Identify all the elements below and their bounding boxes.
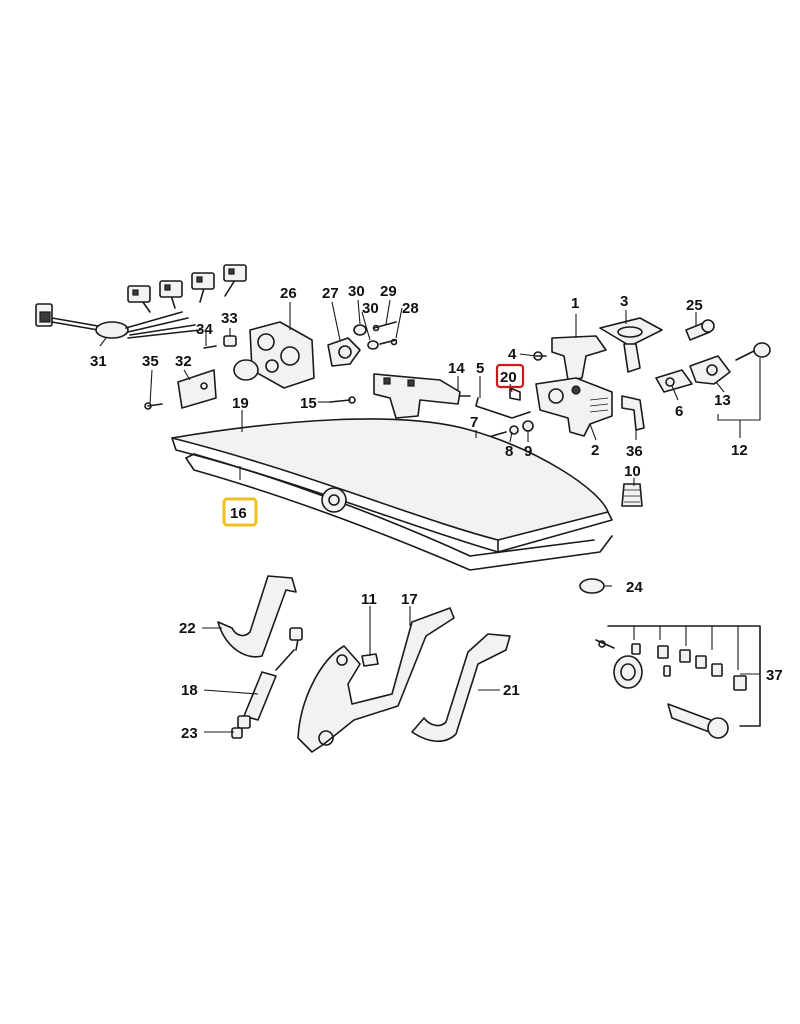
- callout-23: 23: [181, 725, 198, 742]
- callout-8: 8: [505, 443, 513, 460]
- callout-14: 14: [448, 360, 465, 377]
- callout-9: 9: [524, 443, 532, 460]
- harness-connectors: [127, 264, 247, 303]
- callout-29: 29: [380, 283, 397, 300]
- callout-30-mid: 30: [362, 300, 379, 317]
- highlight-red-box: [495, 363, 525, 389]
- callout-33: 33: [221, 310, 238, 327]
- trunk-lock: [535, 377, 613, 437]
- callout-1: 1: [571, 295, 579, 312]
- hinge-cover-22: [217, 575, 297, 658]
- callout-36: 36: [626, 443, 643, 460]
- callout-12: 12: [731, 442, 748, 459]
- lock-set: [595, 625, 761, 739]
- callout-5: 5: [476, 360, 484, 377]
- leader-lines: [99, 299, 761, 733]
- bracket-assembly: [144, 335, 237, 410]
- callout-22: 22: [179, 620, 196, 637]
- hinge-17: [297, 607, 455, 753]
- callout-28: 28: [402, 300, 419, 317]
- callout-34: 34: [196, 321, 213, 338]
- callout-37: 37: [766, 667, 783, 684]
- central-lock-actuator: [233, 321, 398, 389]
- release-handle: [655, 369, 693, 393]
- hinge-21: [411, 633, 511, 743]
- callout-13: 13: [714, 392, 731, 409]
- lock-cylinder: [685, 319, 771, 385]
- callout-17: 17: [401, 591, 418, 608]
- gas-strut: [231, 627, 303, 739]
- callout-18: 18: [181, 682, 198, 699]
- callout-20: 20: [500, 369, 517, 386]
- trunk-lid: [171, 418, 613, 553]
- callout-26: 26: [280, 285, 297, 302]
- callout-25: 25: [686, 297, 703, 314]
- callout-27: 27: [322, 285, 339, 302]
- callout-31: 31: [90, 353, 107, 370]
- trunk-seal: [185, 453, 613, 571]
- callout-30-top: 30: [348, 283, 365, 300]
- callout-35: 35: [142, 353, 159, 370]
- callout-11: 11: [361, 591, 377, 608]
- callout-19: 19: [232, 395, 249, 412]
- callout-15: 15: [300, 395, 317, 412]
- linkage-rod: [475, 387, 531, 419]
- callout-2: 2: [591, 442, 599, 459]
- callout-4: 4: [508, 346, 517, 363]
- callout-7: 7: [470, 414, 478, 431]
- bracket-11: [361, 653, 379, 667]
- callout-21: 21: [503, 682, 520, 699]
- wiring-harness: [35, 264, 247, 339]
- callout-6: 6: [675, 403, 683, 420]
- callout-labels: 1 2 3 4 5 6 7 8 9 10 11 12 13 14 15 16 1…: [90, 283, 783, 742]
- callout-24: 24: [626, 579, 643, 596]
- striker: [599, 317, 663, 373]
- lock-bracket: [329, 373, 471, 419]
- callout-32: 32: [175, 353, 192, 370]
- hinge-bracket: [533, 335, 607, 381]
- callout-10: 10: [624, 463, 641, 480]
- lower-bracket: [621, 395, 645, 507]
- highlight-yellow-box: [222, 497, 258, 527]
- callout-3: 3: [620, 293, 628, 310]
- cap: [579, 578, 605, 594]
- callout-16: 16: [230, 505, 247, 522]
